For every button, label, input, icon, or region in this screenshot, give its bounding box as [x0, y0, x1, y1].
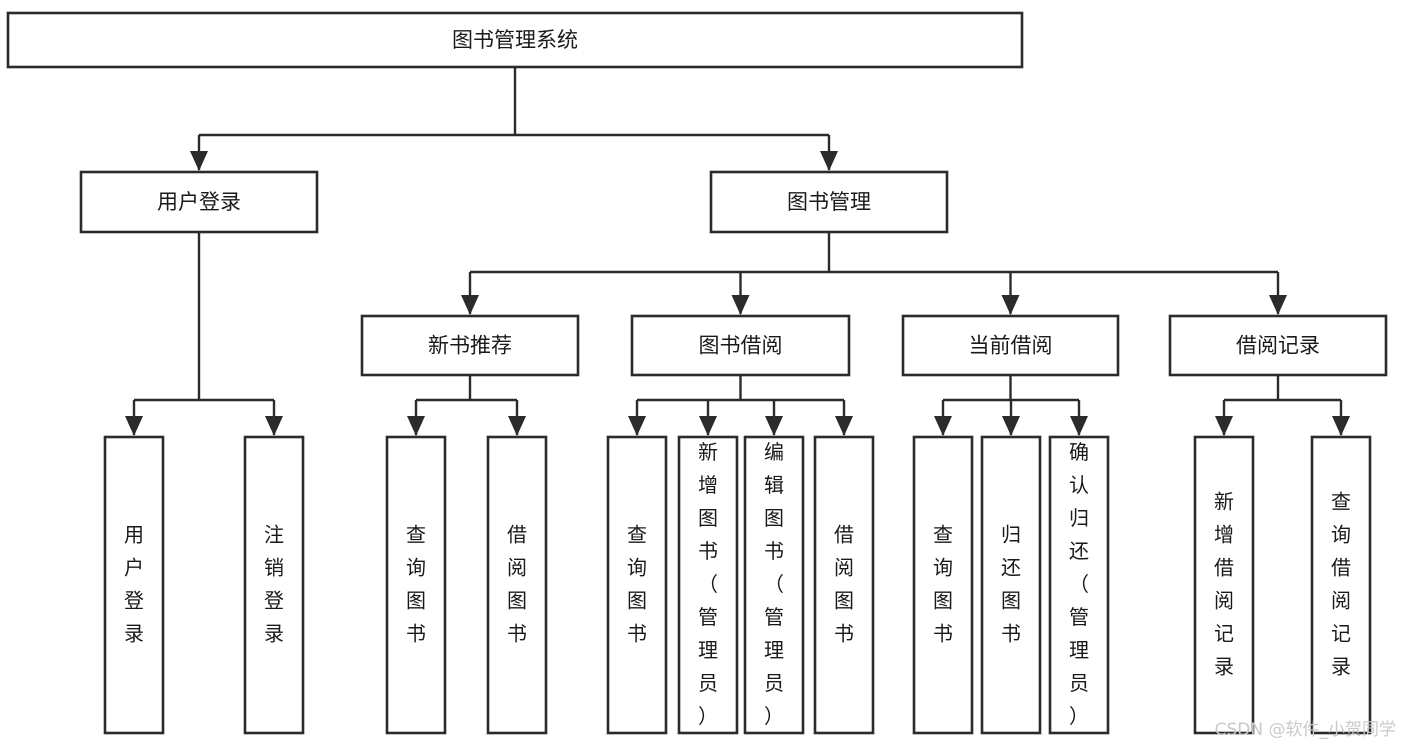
node-box[interactable] [103, 435, 165, 735]
node-label: 当前借阅 [969, 334, 1053, 358]
node-box[interactable] [630, 314, 851, 377]
node-leaf-查询图书[interactable]: 查询图书 [385, 435, 447, 735]
arrow-head-icon [820, 151, 838, 171]
node-label: 查询图书 [406, 522, 426, 645]
arrow-head-icon [125, 416, 143, 436]
arrow-head-icon [190, 151, 208, 171]
node-label: 查询图书 [933, 522, 953, 645]
arrow-head-icon [934, 416, 952, 436]
node-box[interactable] [1310, 435, 1372, 735]
node-label: 查询借阅记录 [1331, 489, 1351, 678]
node-box[interactable] [360, 314, 580, 377]
node-l2-图书借阅[interactable]: 图书借阅 [630, 314, 851, 377]
node-leaf-注销登录[interactable]: 注销登录 [243, 435, 305, 735]
node-leaf-借阅图书[interactable]: 借阅图书 [486, 435, 548, 735]
node-leaf-查询图书[interactable]: 查询图书 [912, 435, 974, 735]
node-leaf-新增图书管理员[interactable]: 新增图书（管理员） [677, 435, 739, 735]
arrow-head-icon [731, 295, 750, 315]
node-label: 新增借阅记录 [1214, 489, 1234, 678]
node-box[interactable] [79, 170, 319, 234]
arrow-head-icon [1001, 295, 1020, 315]
node-box[interactable] [606, 435, 668, 735]
node-leaf-确认归还管理员[interactable]: 确认归还（管理员） [1048, 435, 1110, 735]
node-root-图书管理系统[interactable]: 图书管理系统 [6, 11, 1024, 69]
node-box[interactable] [677, 435, 739, 735]
node-leaf-归还图书[interactable]: 归还图书 [980, 435, 1042, 735]
node-label: 新书推荐 [428, 334, 512, 358]
node-layer: 图书管理系统用户登录图书管理新书推荐图书借阅当前借阅借阅记录用户登录注销登录查询… [6, 11, 1388, 735]
node-leaf-新增借阅记录[interactable]: 新增借阅记录 [1193, 435, 1255, 735]
node-label: 用户登录 [157, 190, 241, 214]
arrow-head-icon [1215, 416, 1233, 436]
node-leaf-查询借阅记录[interactable]: 查询借阅记录 [1310, 435, 1372, 735]
csdn-watermark: CSDN @软件_小贺同学 [1215, 720, 1396, 740]
node-label: 用户登录 [124, 522, 144, 645]
node-l2-借阅记录[interactable]: 借阅记录 [1168, 314, 1388, 377]
arrow-head-icon [699, 416, 717, 436]
arrow-head-icon [265, 416, 283, 436]
arrow-head-icon [835, 416, 853, 436]
node-box[interactable] [980, 435, 1042, 735]
arrow-head-icon [1269, 295, 1287, 315]
node-box[interactable] [709, 170, 949, 234]
node-box[interactable] [912, 435, 974, 735]
arrow-head-icon [461, 295, 479, 315]
node-box[interactable] [743, 435, 805, 735]
node-label: 注销登录 [264, 522, 284, 645]
node-l1-用户登录[interactable]: 用户登录 [79, 170, 319, 234]
node-leaf-编辑图书管理员[interactable]: 编辑图书（管理员） [743, 435, 805, 735]
node-box[interactable] [1193, 435, 1255, 735]
node-label: 新增图书（管理员） [698, 440, 718, 728]
node-box[interactable] [1168, 314, 1388, 377]
node-box[interactable] [486, 435, 548, 735]
node-box[interactable] [385, 435, 447, 735]
node-box[interactable] [813, 435, 875, 735]
node-l2-新书推荐[interactable]: 新书推荐 [360, 314, 580, 377]
node-l2-当前借阅[interactable]: 当前借阅 [901, 314, 1120, 377]
node-box[interactable] [901, 314, 1120, 377]
arrow-head-icon [1070, 416, 1088, 436]
node-label: 借阅记录 [1236, 334, 1320, 358]
node-box[interactable] [6, 11, 1024, 69]
node-leaf-查询图书[interactable]: 查询图书 [606, 435, 668, 735]
node-label: 图书管理系统 [452, 28, 578, 52]
node-box[interactable] [243, 435, 305, 735]
node-label: 归还图书 [1001, 522, 1021, 645]
node-label: 编辑图书（管理员） [764, 440, 784, 728]
node-label: 借阅图书 [507, 522, 527, 645]
node-l1-图书管理[interactable]: 图书管理 [709, 170, 949, 234]
connector-layer [125, 67, 1350, 436]
arrow-head-icon [765, 416, 783, 436]
arrow-head-icon [1332, 416, 1350, 436]
arrow-head-icon [1002, 416, 1020, 436]
arrow-head-icon [407, 416, 425, 436]
arrow-head-icon [508, 416, 526, 436]
node-leaf-借阅图书[interactable]: 借阅图书 [813, 435, 875, 735]
node-label: 查询图书 [627, 522, 647, 645]
node-label: 图书借阅 [699, 334, 783, 358]
node-label: 借阅图书 [834, 522, 854, 645]
node-box[interactable] [1048, 435, 1110, 735]
node-label: 图书管理 [787, 190, 871, 214]
arrow-head-icon [628, 416, 646, 436]
node-leaf-用户登录[interactable]: 用户登录 [103, 435, 165, 735]
node-label: 确认归还（管理员） [1069, 440, 1089, 728]
